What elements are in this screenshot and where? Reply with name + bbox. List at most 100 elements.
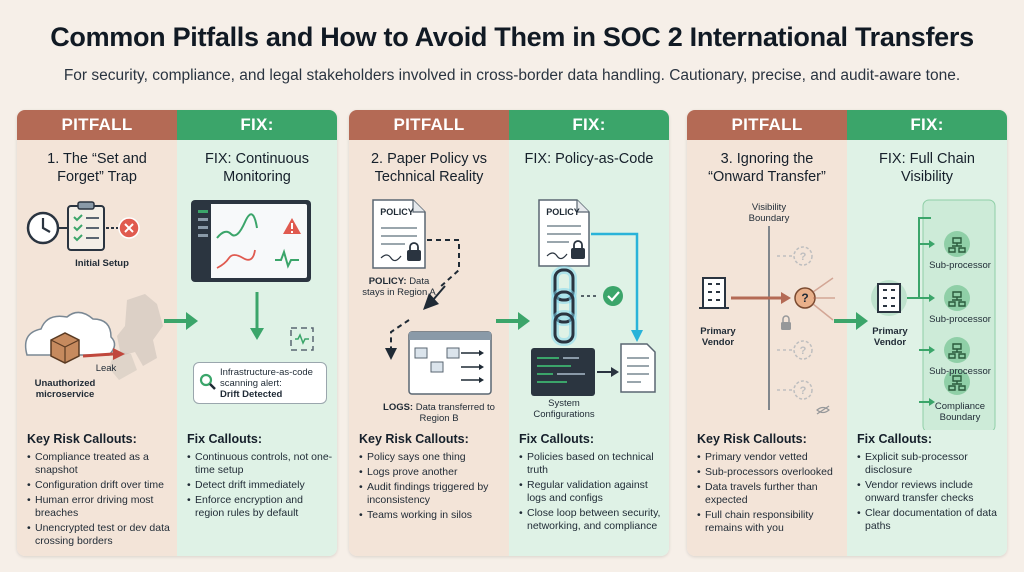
subprocessor-label: Sub-processor (929, 314, 991, 325)
risk-item: Teams working in silos (359, 509, 505, 522)
svg-text:?: ? (800, 345, 807, 357)
clock-icon (26, 211, 60, 245)
risk-item: Configuration drift over time (27, 479, 173, 492)
policy-statement: POLICY: Data stays in Region A (359, 276, 439, 298)
subprocessor-label: Sub-processor (929, 366, 991, 377)
policy-text: Data stays in Region A (362, 276, 436, 298)
risk-callouts-title: Key Risk Callouts: (697, 432, 807, 446)
pitfall-column: PITFALL 1. The “Set and Forget” Trap (17, 110, 177, 556)
risk-item: Logs prove another (359, 466, 505, 479)
fix-callouts: Fix Callouts: Policies based on technica… (519, 432, 665, 535)
pitfall-title: 2. Paper Policy vs Technical Reality (370, 151, 488, 185)
svg-text:?: ? (800, 251, 807, 263)
question-node-icon: ? (794, 287, 816, 309)
risk-item: Sub-processors overlooked (697, 466, 843, 479)
fix-column: FIX: FIX: Continuous Monitoring (177, 110, 337, 556)
alert-text: Infrastructure-as-code scanning alert: (220, 367, 313, 389)
subprocessor-icon (944, 337, 970, 363)
fix-item: Explicit sub-processor disclosure (857, 451, 1003, 477)
fix-item: Detect drift immediately (187, 479, 333, 492)
microservice-label: Unauthorized microservice (34, 378, 96, 400)
fix-column: FIX: FIX: Full Chain Visibility (847, 110, 1007, 556)
building-icon (699, 277, 729, 309)
pitfall-illustration (24, 201, 163, 380)
warning-icon (283, 218, 301, 234)
panel-onward-transfer: PITFALL 3. Ignoring the “Onward Transfer… (687, 110, 1007, 556)
chain-icon (551, 266, 577, 346)
transition-arrow-icon (164, 312, 198, 330)
pitfall-title: 3. Ignoring the “Onward Transfer” (708, 151, 826, 185)
risk-item: Compliance treated as a snapshot (27, 451, 173, 477)
pitfall-header: PITFALL (17, 110, 177, 140)
fix-header: FIX: (847, 110, 1007, 140)
building-icon (871, 280, 907, 316)
logs-window-icon (408, 331, 492, 395)
transition-arrow-icon (496, 312, 530, 330)
subprocessor-label: Sub-processor (929, 260, 991, 271)
faded-question-nodes: ? ? ? (777, 246, 835, 400)
fix-title: FIX: Continuous Monitoring (205, 151, 309, 185)
fix-callouts-title: Fix Callouts: (519, 432, 595, 446)
fix-column: FIX: FIX: Policy-as-Code (509, 110, 669, 556)
fix-item: Regular validation against logs and conf… (519, 479, 665, 505)
dashboard-icon (191, 200, 311, 282)
alert-bold: Drift Detected (220, 389, 283, 400)
hidden-icon (816, 405, 830, 415)
cloud-icon (24, 311, 116, 356)
fix-callouts-title: Fix Callouts: (187, 432, 263, 446)
risk-callouts-title: Key Risk Callouts: (359, 432, 469, 446)
fix-title: FIX: Policy-as-Code (524, 151, 654, 167)
logs-text: Data transferred to Region B (415, 402, 495, 424)
fix-callouts: Fix Callouts: Continuous controls, not o… (187, 432, 333, 522)
risk-item: Primary vendor vetted (697, 451, 843, 464)
page-subtitle: For security, compliance, and legal stak… (63, 67, 961, 84)
risk-callouts-title: Key Risk Callouts: (27, 432, 137, 446)
primary-vendor-label: Primary Vendor (700, 326, 736, 348)
fix-item: Vendor reviews include onward transfer c… (857, 479, 1003, 505)
drift-alert-box: Infrastructure-as-code scanning alert: D… (193, 362, 327, 404)
pitfall-header: PITFALL (349, 110, 509, 140)
pitfall-illustration: ? ? ? ? (699, 226, 835, 415)
risk-item: Audit findings triggered by inconsistenc… (359, 481, 505, 507)
pitfall-header: PITFALL (687, 110, 847, 140)
primary-vendor-label: Primary Vendor (872, 326, 908, 348)
fix-illustration (531, 199, 656, 396)
risk-callouts: Key Risk Callouts: Compliance treated as… (27, 432, 173, 550)
logs-statement: LOGS: Data transferred to Region B (379, 402, 499, 424)
risk-item: Unencrypted test or dev data crossing bo… (27, 522, 173, 548)
fix-title: FIX: Full Chain Visibility (879, 151, 975, 185)
fix-item: Close loop between security, networking,… (519, 507, 665, 533)
panel-paper-policy: PITFALL 2. Paper Policy vs Technical Rea… (349, 110, 669, 556)
svg-text:?: ? (800, 385, 807, 397)
fix-header: FIX: (177, 110, 337, 140)
policy-doc-label: POLICY (380, 207, 414, 217)
page-title: Common Pitfalls and How to Avoid Them in… (50, 22, 974, 52)
policy-bold: POLICY: (368, 276, 407, 287)
pitfall-illustration (372, 199, 492, 395)
check-icon (603, 286, 623, 306)
pitfall-title: 1. The “Set and Forget” Trap (47, 151, 147, 185)
fix-item: Continuous controls, not one-time setup (187, 451, 333, 477)
risk-item: Full chain responsibility remains with y… (697, 509, 843, 535)
risk-callouts: Key Risk Callouts: Policy says one thing… (359, 432, 505, 524)
initial-setup-label: Initial Setup (75, 258, 129, 269)
config-terminal-icon (531, 348, 595, 396)
policy-document-icon (538, 199, 590, 267)
error-icon (118, 217, 140, 239)
fix-item: Enforce encryption and region rules by d… (187, 494, 333, 520)
visibility-boundary-label: Visibility Boundary (748, 202, 790, 224)
magnifier-icon (199, 373, 216, 390)
lock-icon (781, 315, 791, 330)
document-icon (620, 343, 656, 393)
policy-document-icon (372, 199, 426, 269)
box-icon (50, 332, 80, 364)
svg-text:?: ? (801, 291, 808, 305)
subprocessor-icon (944, 285, 970, 311)
logs-bold: LOGS: (383, 402, 414, 413)
panel-set-and-forget: PITFALL 1. The “Set and Forget” Trap (17, 110, 337, 556)
compliance-boundary-label: Compliance Boundary (934, 401, 986, 423)
fix-item: Clear documentation of data paths (857, 507, 1003, 533)
compliance-icon (944, 369, 970, 395)
fix-illustration (191, 200, 314, 351)
leak-label: Leak (95, 363, 117, 374)
